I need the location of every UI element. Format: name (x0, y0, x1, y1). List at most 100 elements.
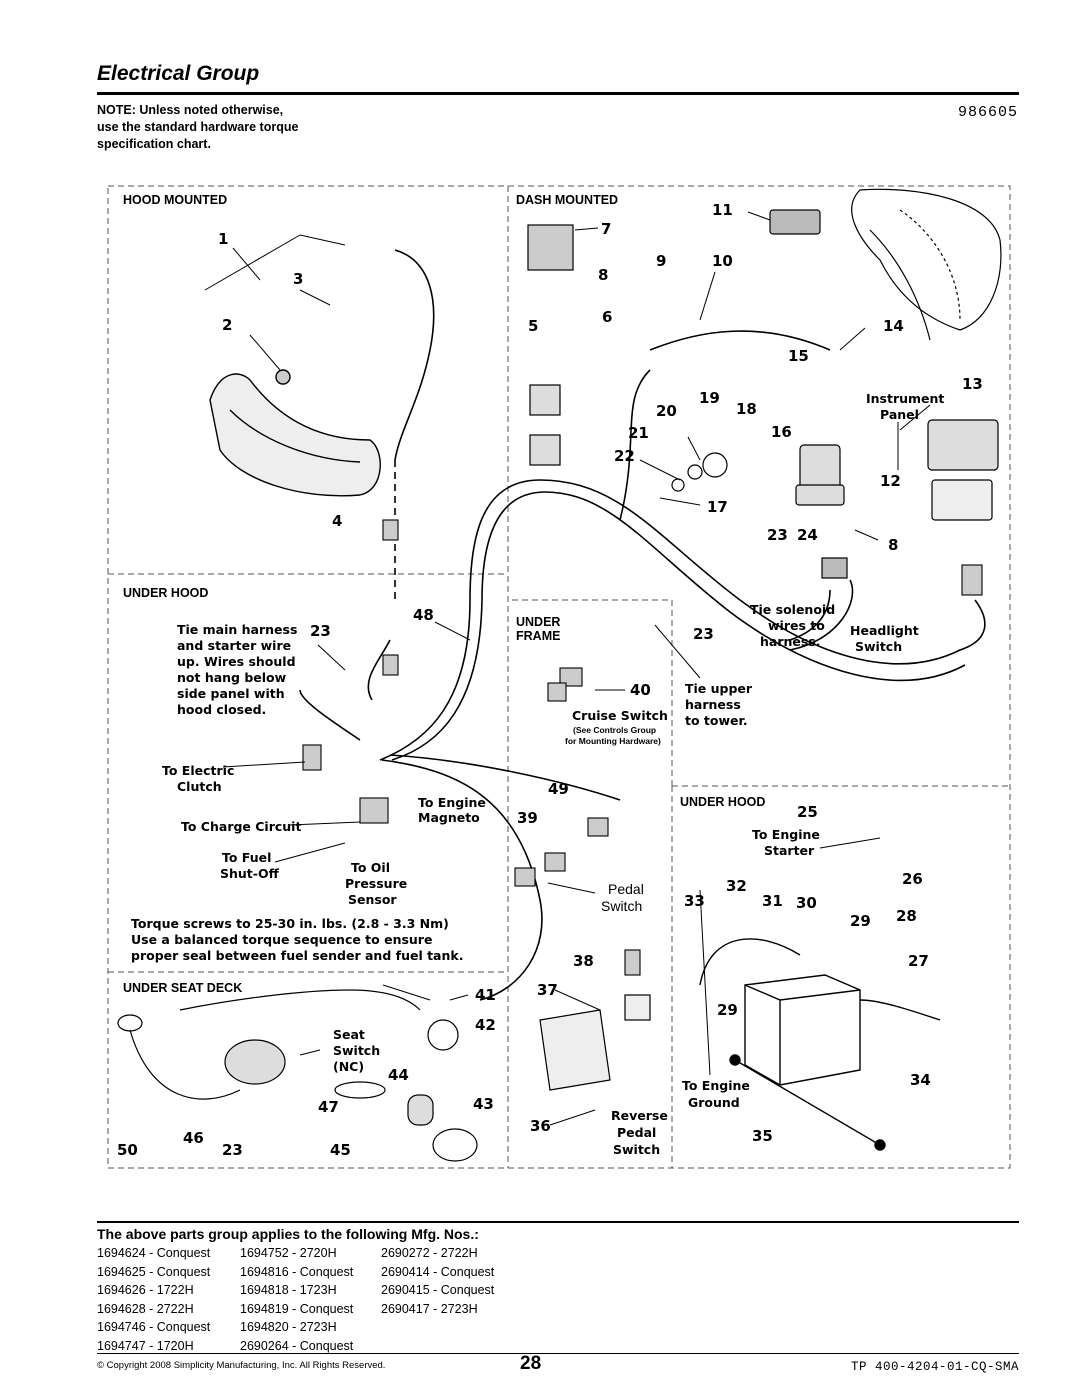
page-title: Electrical Group (97, 62, 260, 85)
seat-switch (117, 989, 478, 1162)
callout-labels: Tie main harness and starter wire up. Wi… (131, 391, 944, 1157)
callout-tie-main: Tie main harness (177, 622, 297, 637)
part-number: 9 (656, 252, 666, 270)
mfg-number: 1694626 - 1722H (97, 1283, 194, 1298)
section-under-seat-deck: UNDER SEAT DECK (123, 981, 242, 995)
part-number: 16 (771, 423, 792, 441)
callout-seat-switch: Switch (333, 1043, 380, 1058)
part-number: 23 (222, 1141, 243, 1159)
part-number: 46 (183, 1129, 204, 1147)
battery (744, 974, 861, 1086)
callout-cruise-switch: Cruise Switch (572, 708, 668, 723)
part-number: 22 (614, 447, 635, 465)
part-number: 12 (880, 472, 901, 490)
page-number: 28 (520, 1353, 542, 1374)
mfg-number: 1694747 - 1720H (97, 1338, 194, 1353)
section-under-frame-2: FRAME (516, 629, 560, 643)
part-number: 44 (388, 1066, 409, 1084)
mfg-number: 1694746 - Conquest (97, 1320, 211, 1335)
callout-to-engine-magneto: Magneto (418, 810, 480, 825)
part-numbers: 1 3 2 4 7 11 9 10 8 6 5 14 15 13 19 20 1… (117, 201, 983, 1159)
part-number: 38 (573, 952, 594, 970)
main-harness (299, 249, 986, 1001)
callout-tie-solenoid: Tie solenoid (750, 602, 835, 617)
callout-tie-main: hood closed. (177, 702, 266, 717)
part-number: 2 (222, 316, 232, 334)
headlight-housing (209, 369, 381, 497)
section-hood-mounted: HOOD MOUNTED (123, 193, 227, 207)
part-number: 41 (475, 986, 496, 1004)
callout-to-electric: To Electric (162, 763, 234, 778)
mfg-number: 1694625 - Conquest (97, 1264, 211, 1279)
part-number: 17 (707, 498, 728, 516)
callout-see-controls: for Mounting Hardware) (565, 736, 661, 746)
part-number: 30 (796, 894, 817, 912)
callout-tie-main: not hang below (177, 670, 287, 685)
callout-tie-upper: harness (685, 697, 741, 712)
part-number: 37 (537, 981, 558, 999)
callout-to-oil: Sensor (348, 892, 397, 907)
note-line: NOTE: Unless noted otherwise, (97, 103, 284, 117)
part-number: 1 (218, 230, 228, 248)
part-number: 27 (908, 952, 929, 970)
callout-to-charge: To Charge Circuit (181, 819, 301, 834)
callout-reverse-pedal: Pedal (617, 1125, 656, 1140)
mfg-number: 1694624 - Conquest (97, 1246, 211, 1260)
mfg-number (381, 1318, 531, 1337)
callout-headlight-switch: Switch (855, 639, 902, 654)
part-number: 13 (962, 375, 983, 393)
part-number: 8 (888, 536, 898, 554)
callout-to-engine-starter: To Engine (752, 827, 820, 842)
callout-to-electric: Clutch (177, 779, 222, 794)
part-number: 32 (726, 877, 747, 895)
part-number: 21 (628, 424, 649, 442)
section-under-hood-right: UNDER HOOD (680, 795, 765, 809)
part-number: 39 (517, 809, 538, 827)
mfg-number: 2690417 - 2723H (381, 1301, 478, 1316)
callout-tie-solenoid: harness. (760, 634, 821, 649)
part-number: 40 (630, 681, 651, 699)
callout-instrument-panel: Panel (880, 407, 919, 422)
part-number: 35 (752, 1127, 773, 1145)
part-number: 3 (293, 270, 303, 288)
copyright: © Copyright 2008 Simplicity Manufacturin… (97, 1360, 386, 1371)
applies-rule (97, 1221, 1019, 1223)
callout-torque: proper seal between fuel sender and fuel… (131, 948, 463, 963)
footer-rule (97, 1353, 1019, 1354)
battery-cables (699, 938, 941, 1151)
section-frames (107, 185, 1011, 1169)
part-number: 48 (413, 606, 434, 624)
callout-torque: Torque screws to 25-30 in. lbs. (2.8 - 3… (131, 916, 449, 931)
mfg-number: 2690272 - 2722H (381, 1246, 478, 1260)
note-line: specification chart. (97, 137, 211, 151)
part-number: 36 (530, 1117, 551, 1135)
callout-torque: Use a balanced torque sequence to ensure (131, 932, 432, 947)
part-number: 34 (910, 1071, 931, 1089)
part-number: 15 (788, 347, 809, 365)
part-number: 42 (475, 1016, 496, 1034)
mfg-number: 2690264 - Conquest (240, 1338, 354, 1353)
part-number: 43 (473, 1095, 494, 1113)
mfg-number: 2690415 - Conquest (381, 1283, 495, 1298)
callout-pedal-switch: Pedal (608, 881, 644, 897)
part-number: 25 (797, 803, 818, 821)
callout-seat-switch: Seat (333, 1027, 365, 1042)
callout-see-controls: (See Controls Group (573, 725, 656, 735)
mfg-number-list: 1694624 - Conquest 1694752 - 2720H 26902… (97, 1244, 547, 1356)
part-number: 29 (717, 1001, 738, 1019)
callout-instrument-panel: Instrument (866, 391, 944, 406)
callout-to-fuel: To Fuel (222, 850, 271, 865)
callout-tie-main: side panel with (177, 686, 285, 701)
document-number: 986605 (957, 104, 1018, 121)
callout-tie-solenoid: wires to (768, 618, 825, 633)
mfg-number: 1694819 - Conquest (240, 1301, 354, 1316)
callout-tie-upper: to tower. (685, 713, 748, 728)
part-number: 14 (883, 317, 904, 335)
section-under-frame-1: UNDER (516, 615, 560, 629)
part-number: 23 (310, 622, 331, 640)
callout-to-engine-starter: Starter (764, 843, 815, 858)
solenoid (795, 444, 845, 506)
instrument-panel (769, 209, 999, 521)
mfg-number: 2690414 - Conquest (381, 1264, 495, 1279)
